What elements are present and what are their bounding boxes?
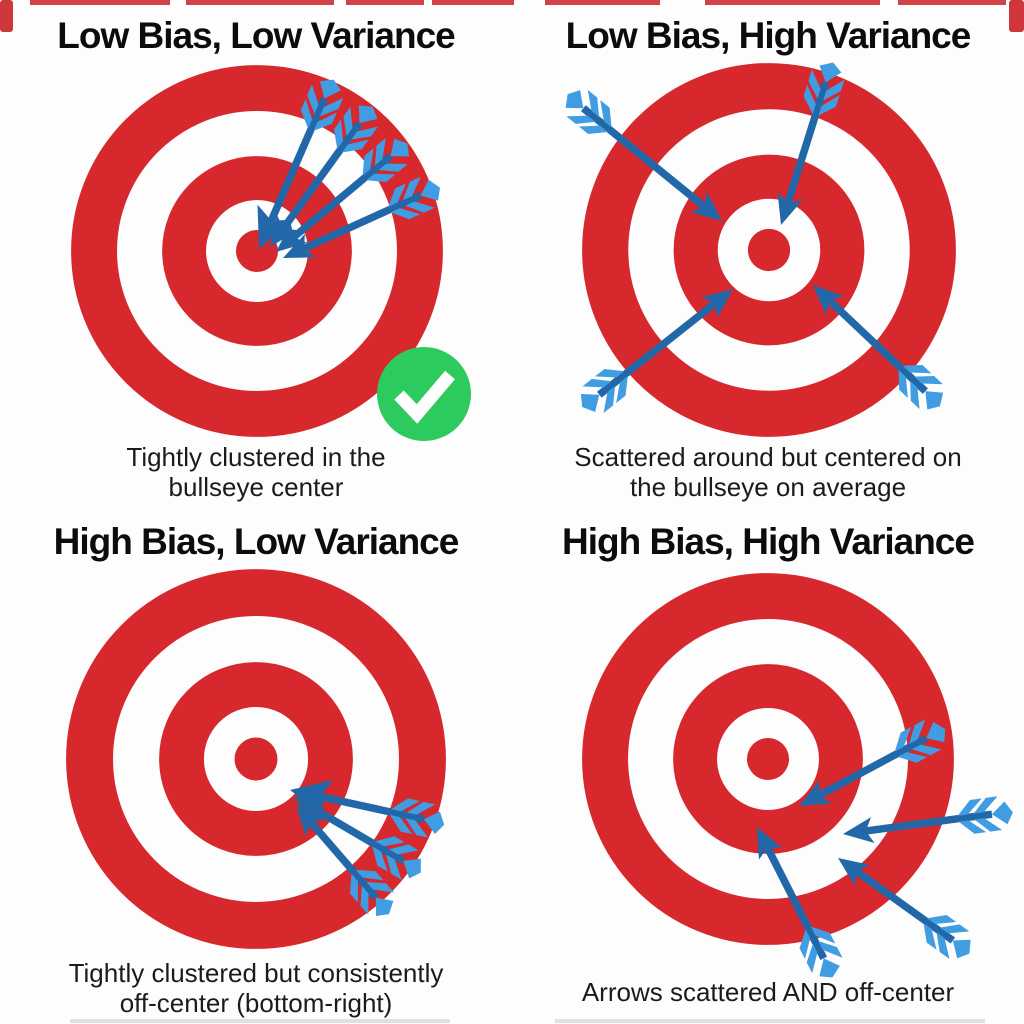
caption-line: Arrows scattered AND off-center <box>581 977 955 1007</box>
arrow-icon <box>290 779 445 838</box>
quadrant-high-bias-low-variance <box>66 569 446 949</box>
title-low-bias-high-variance: Low Bias, High Variance <box>565 15 972 56</box>
title-high-bias-low-variance: High Bias, Low Variance <box>53 521 460 562</box>
caption-line: Scattered around but centered on <box>574 442 962 472</box>
arrow-icon <box>580 289 734 414</box>
target-low-bias-high-variance <box>582 63 956 437</box>
edge-artifact <box>898 0 1006 5</box>
quadrant-high-bias-high-variance <box>582 573 1013 978</box>
caption-high-bias-low-variance: Tightly clustered but consistently off-c… <box>0 958 512 1018</box>
target-low-bias-low-variance <box>71 65 443 437</box>
caption-line: Tightly clustered in the <box>126 442 386 472</box>
bullseye-dot <box>234 737 278 781</box>
caption-line: bullseye center <box>168 472 344 502</box>
arrow-icon <box>756 827 843 978</box>
caption-line: the bullseye on average <box>629 472 907 502</box>
title-high-bias-high-variance: High Bias, High Variance <box>562 521 975 562</box>
edge-artifact <box>555 1019 985 1023</box>
arrow-icon <box>777 62 845 225</box>
caption-low-bias-low-variance: Tightly clustered in the bullseye center <box>0 442 512 502</box>
bullseye-dot <box>746 737 790 781</box>
caption-high-bias-high-variance: Arrows scattered AND off-center <box>512 977 1024 1007</box>
title-low-bias-low-variance: Low Bias, Low Variance <box>57 15 455 56</box>
arrow-icon <box>282 176 440 258</box>
edge-artifact <box>70 1019 450 1023</box>
target-high-bias-low-variance <box>66 569 446 949</box>
arrow-icon <box>843 796 1013 843</box>
caption-line: Tightly clustered but consistently <box>68 958 444 988</box>
edge-artifact <box>705 0 880 5</box>
arrow-icon <box>565 89 722 222</box>
caption-low-bias-high-variance: Scattered around but centered on the bul… <box>512 442 1024 502</box>
arrow-icon <box>812 285 944 410</box>
caption-line: off-center (bottom-right) <box>119 988 393 1018</box>
arrow-icon <box>838 857 971 959</box>
arrow-icon <box>293 797 421 880</box>
arrow-icon <box>295 805 395 916</box>
edge-artifact <box>1009 0 1024 32</box>
edge-artifact <box>346 0 424 5</box>
edge-artifact <box>30 0 170 5</box>
arrow-icon <box>799 719 946 807</box>
edge-artifact <box>0 0 13 32</box>
checkmark-icon <box>377 347 471 441</box>
bullseye-dot <box>747 228 791 272</box>
edge-artifact <box>186 0 334 5</box>
edge-artifact <box>432 0 514 5</box>
quadrant-low-bias-high-variance <box>565 62 956 437</box>
arrow-icon <box>269 105 378 247</box>
edge-artifact <box>545 0 660 5</box>
target-high-bias-high-variance <box>582 573 954 945</box>
quadrant-low-bias-low-variance <box>71 65 471 441</box>
